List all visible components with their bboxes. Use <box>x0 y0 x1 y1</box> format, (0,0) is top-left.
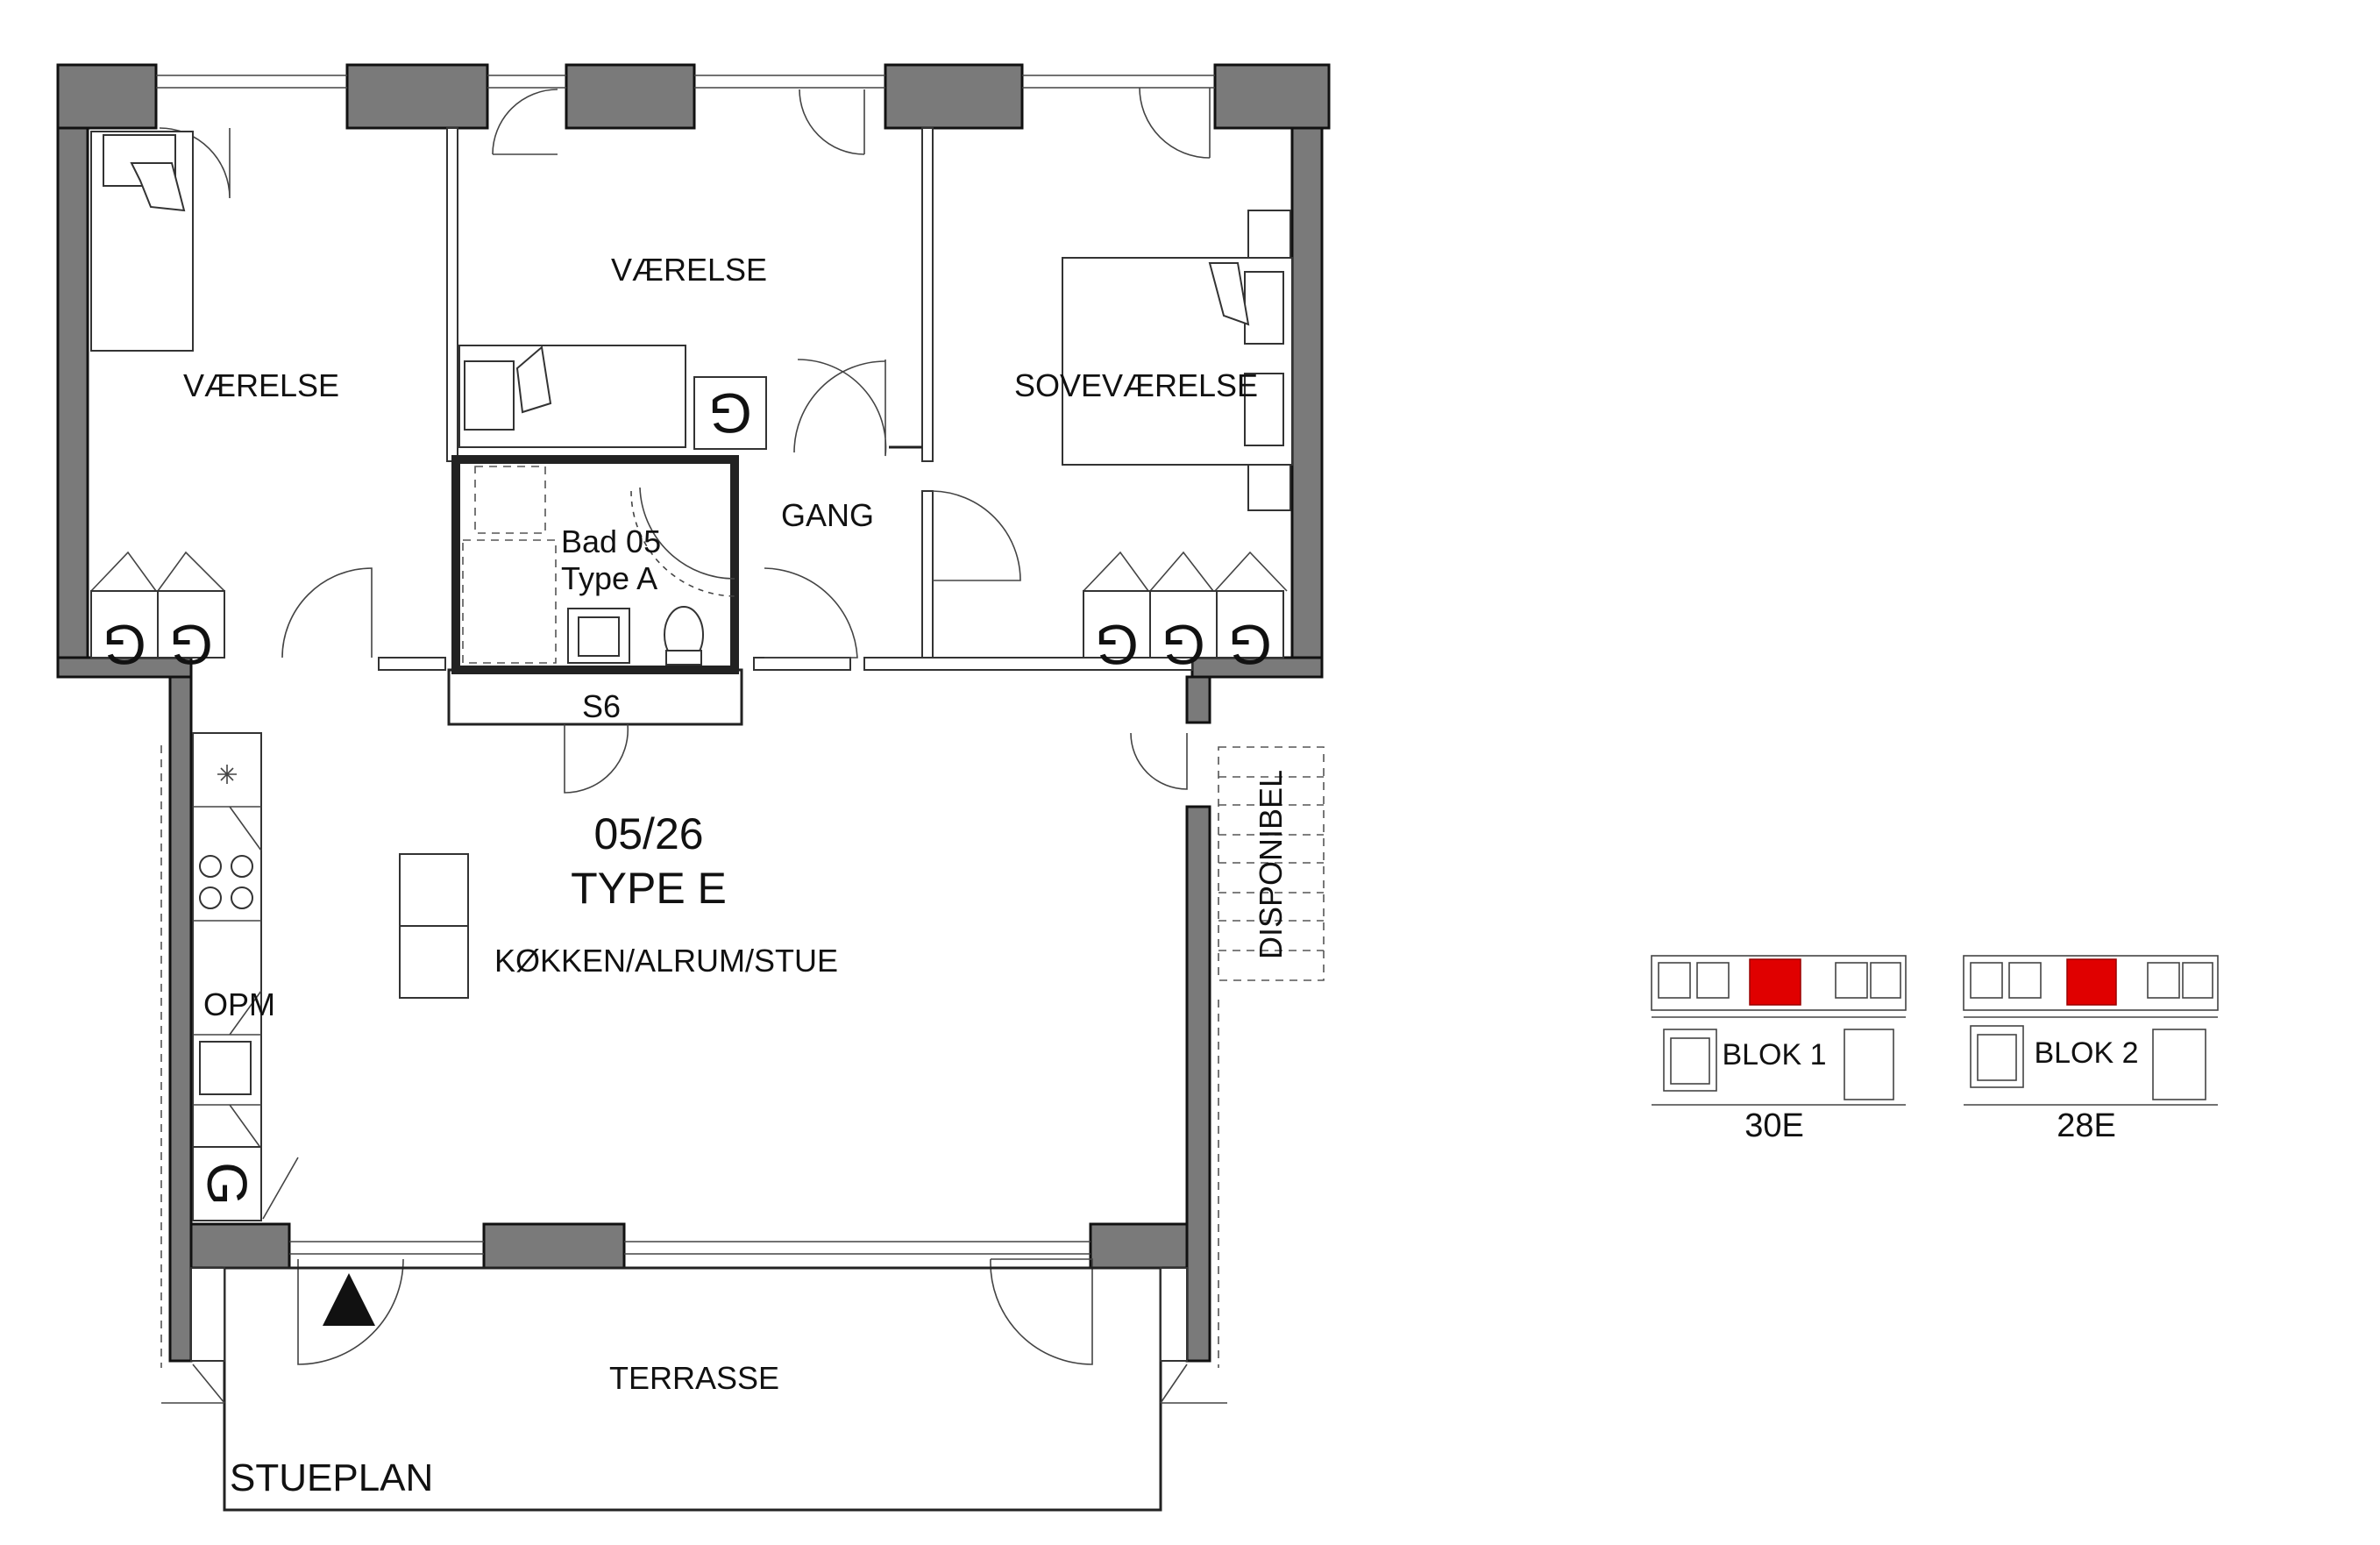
room-label-kitchen: KØKKEN/ALRUM/STUE <box>494 943 838 979</box>
room-label-opm: OPM <box>203 986 275 1022</box>
disponibel-area: DISPONIBEL <box>1218 746 1325 1368</box>
key-plan-blok-2: BLOK 2 28E <box>1963 955 2219 1144</box>
interior-walls <box>378 127 1193 726</box>
wardrobe-glyph-2: G <box>169 613 213 676</box>
floor-label: STUEPLAN <box>230 1456 433 1499</box>
wardrobe-glyph-5: G <box>1228 613 1272 676</box>
room-label-bad-line1: Bad 05 <box>561 523 661 559</box>
doors <box>159 87 1211 1365</box>
key-plan-blok-1: BLOK 1 30E <box>1651 955 1907 1144</box>
furniture <box>90 131 1293 1221</box>
key-plan-unit-label-1: 30E <box>1744 1107 1804 1144</box>
room-label-sovevaerelse: SOVEVÆRELSE <box>1014 367 1258 403</box>
wardrobe-glyph-7: G <box>195 1162 259 1206</box>
key-plan-block-label-1: BLOK 1 <box>1722 1038 1826 1072</box>
wardrobe-glyph-3: G <box>1095 613 1139 676</box>
entrance-arrow-icon <box>323 1273 375 1326</box>
wardrobe-glyph-1: G <box>103 613 146 676</box>
room-labels: VÆRELSE VÆRELSE SOVEVÆRELSE GANG Bad 05 … <box>183 252 1258 1499</box>
room-label-vaerelse-left: VÆRELSE <box>183 367 339 403</box>
terrace <box>161 1266 1227 1512</box>
room-label-bad-line2: Type A <box>561 560 657 596</box>
wardrobes: G G G G G G G <box>90 376 1288 1221</box>
room-label-gang: GANG <box>781 497 874 533</box>
exterior-walls <box>56 63 1331 1363</box>
room-label-vaerelse-middle: VÆRELSE <box>611 252 767 288</box>
room-label-storage: S6 <box>582 688 621 724</box>
apartment-number: 05/26 <box>593 809 703 858</box>
wardrobe-glyph-4: G <box>1162 613 1205 676</box>
key-plan-unit-label-2: 28E <box>2057 1107 2116 1144</box>
key-plan-block-label-2: BLOK 2 <box>2034 1036 2138 1070</box>
wardrobe-glyph-6: G <box>708 381 752 445</box>
apartment-type: TYPE E <box>571 864 727 913</box>
room-label-terrasse: TERRASSE <box>609 1360 779 1396</box>
room-label-disponibel: DISPONIBEL <box>1253 770 1289 959</box>
